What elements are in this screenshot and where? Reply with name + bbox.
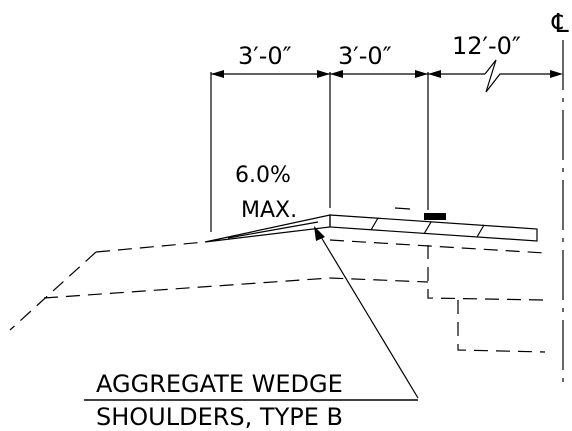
subgrade-lines [9,239,546,353]
edge-line-marking [424,213,446,220]
callout-line-2: SHOULDERS, TYPE B [96,403,343,431]
dimension-middle-label: 3′-0″ [338,42,392,70]
slope-limit: MAX. [241,198,297,223]
aggregate-wedge-shoulder [204,214,331,243]
dimension-right-label: 12′-0″ [452,32,521,60]
pavement-slab [329,207,538,242]
callout-leader [317,231,419,399]
dimension-left-label: 3′-0″ [238,42,292,70]
callout-line-1: AGGREGATE WEDGE [96,370,343,398]
leader-arrowhead [314,226,325,241]
slope-value: 6.0% [235,163,291,188]
centerline-symbol: ℄ [551,9,569,39]
dimension-arrowheads [211,70,563,78]
